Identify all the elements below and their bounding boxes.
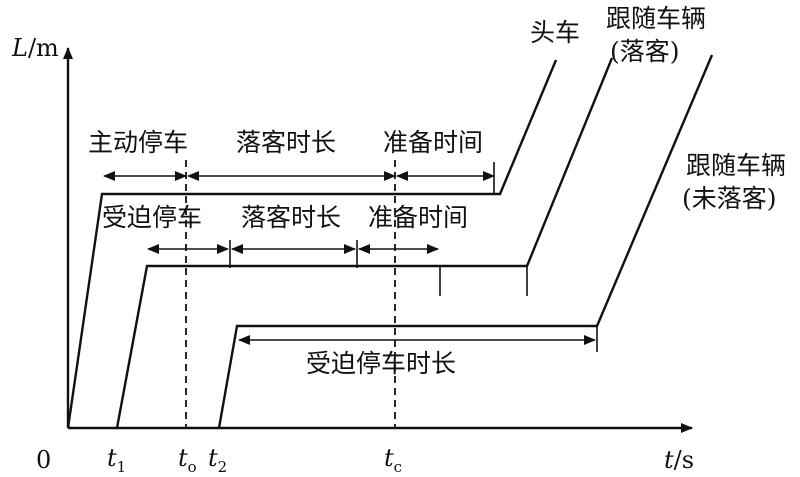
origin-label: 0	[36, 446, 51, 474]
label-lead-prepare: 准备时间	[383, 128, 483, 157]
trajectory-follow-alight	[115, 57, 614, 429]
x-axis-label: t/s	[664, 446, 694, 474]
label-lead-alight: 落客时长	[236, 128, 336, 157]
tick-t2: t2	[208, 444, 227, 476]
label-forced-stop-duration: 受迫停车时长	[306, 349, 456, 378]
label-follow-alight: 落客时长	[241, 203, 341, 232]
tick-tc: tc	[384, 444, 402, 476]
label-follow-alight-line1: 跟随车辆	[606, 4, 706, 33]
label-follow-alight-line2: (落客)	[610, 37, 680, 66]
label-follow-forced-stop: 受迫停车	[102, 203, 202, 232]
tick-to: to	[178, 444, 197, 476]
y-axis-label: L/m	[11, 34, 59, 62]
label-follow-prepare: 准备时间	[368, 203, 468, 232]
label-lead-vehicle: 头车	[530, 18, 580, 47]
label-lead-active-stop: 主动停车	[88, 128, 188, 157]
label-follow-no-alight-line2: (未落客)	[682, 184, 777, 213]
label-follow-no-alight-line1: 跟随车辆	[686, 151, 786, 180]
tick-t1: t1	[107, 444, 126, 476]
trajectory-follow-no-alight	[217, 54, 714, 429]
trajectory-lead	[66, 59, 558, 429]
